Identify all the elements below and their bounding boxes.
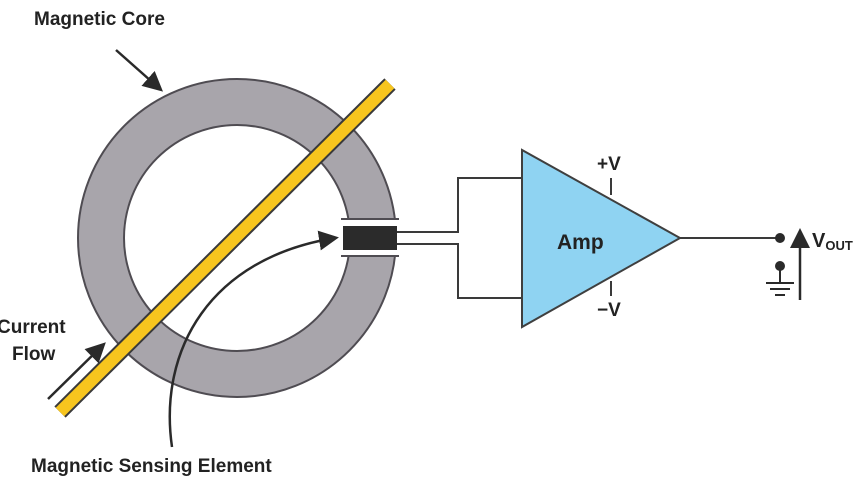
sensor-to-amp-wire-bottom (397, 243, 523, 299)
conductor-bar (55, 79, 395, 417)
minus-v-label: −V (597, 300, 621, 321)
sensor-to-amp-wire-top (397, 177, 523, 233)
current-flow-arrow (47, 342, 106, 400)
plus-v-label: +V (597, 154, 621, 175)
vout-subscript: OUT (825, 238, 853, 253)
amp-label: Amp (557, 231, 604, 254)
vout-main: V (812, 230, 826, 252)
vout-label: VOUT (812, 230, 853, 253)
terminal-dot-icon (775, 233, 785, 243)
ground-icon (766, 261, 794, 296)
amplifier-triangle (521, 148, 683, 329)
current-flow-label-line1: Current (0, 317, 66, 338)
current-flow-label-line2: Flow (12, 344, 55, 365)
magnetic-core-arrow (115, 49, 163, 92)
magnetic-core-label: Magnetic Core (34, 9, 165, 30)
sensing-element-leader (168, 230, 339, 448)
sensing-element-label: Magnetic Sensing Element (31, 456, 272, 477)
magnetic-sensing-element (343, 226, 397, 250)
